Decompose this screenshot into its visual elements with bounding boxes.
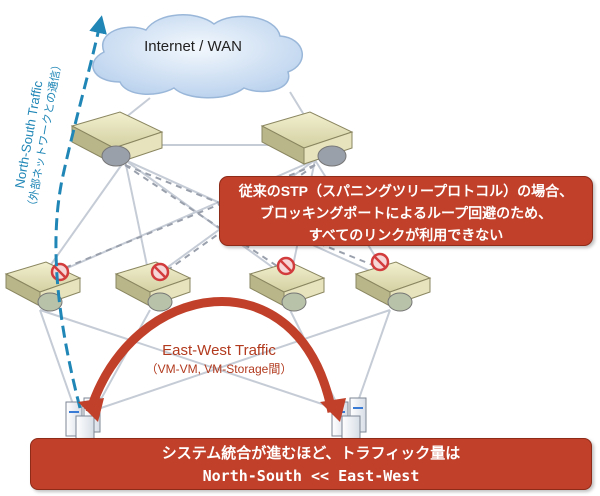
cloud-label: Internet / WAN xyxy=(144,38,242,55)
summary-line-1: システム統合が進むほど、トラフィック量は xyxy=(161,445,461,462)
summary-line-2: North-South << East-West xyxy=(202,467,420,485)
access-switch-icon xyxy=(354,261,432,312)
callout-line-3: すべてのリンクが利用できない xyxy=(308,227,504,243)
core-switch-icon xyxy=(70,111,164,167)
east-west-subtitle: （VM-VM, VM-Storage間） xyxy=(145,362,293,376)
cloud-icon xyxy=(92,14,304,99)
blocked-port-icon xyxy=(276,256,296,276)
north-south-arrow xyxy=(54,15,107,409)
blocked-port-icon xyxy=(150,262,170,282)
access-switch-icon xyxy=(114,261,192,312)
east-west-label: East-West Traffic （VM-VM, VM-Storage間） xyxy=(134,342,304,378)
callout-line-1: 従来のSTP（スパニングツリープロトコル）の場合、 xyxy=(238,183,574,199)
east-west-arrow xyxy=(78,297,346,422)
access-switch-icon xyxy=(248,261,326,312)
blocked-port-icon xyxy=(50,262,70,282)
blocked-port-icon xyxy=(370,252,390,272)
callout-line-2: ブロッキングポートによるループ回避のため、 xyxy=(259,205,553,221)
core-switch-icon xyxy=(260,111,354,167)
stp-callout: 従来のSTP（スパニングツリープロトコル）の場合、 ブロッキングポートによるルー… xyxy=(219,176,593,246)
east-west-title: East-West Traffic xyxy=(162,342,276,359)
summary-box: システム統合が進むほど、トラフィック量は North-South << East… xyxy=(30,438,592,490)
access-switch-icon xyxy=(4,261,82,312)
